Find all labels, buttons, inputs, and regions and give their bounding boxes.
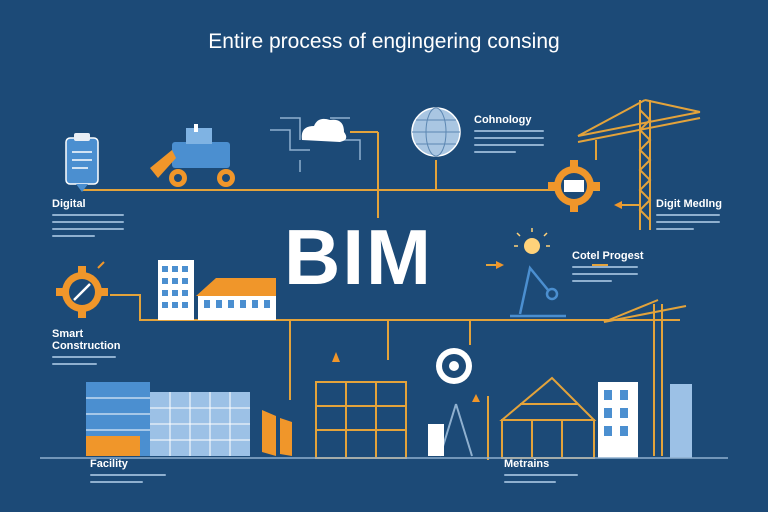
bim-center-label: BIM — [284, 213, 433, 301]
label-construction: Construction — [52, 340, 121, 352]
digital-caption — [52, 214, 124, 242]
facility-caption — [90, 474, 166, 488]
technology-caption — [474, 130, 544, 158]
clipboard-icon — [65, 133, 99, 192]
drill-rig-icon — [428, 403, 473, 457]
label-control-project: Cotel Progest — [572, 250, 644, 262]
target-gear-icon — [436, 348, 472, 384]
smart-construction-caption — [52, 356, 116, 370]
page-title: Entire process of engingering consing — [208, 30, 560, 53]
house-building — [196, 278, 276, 320]
globe-icon — [411, 107, 461, 157]
barn-frame — [499, 376, 597, 459]
gear-icon — [548, 160, 600, 212]
label-digital: Digital — [52, 198, 86, 210]
label-maintenance: Metrains — [504, 458, 550, 470]
tower-crane-icon — [603, 299, 687, 456]
label-digital-modeling: Digit Medlng — [656, 198, 722, 210]
building-frame — [315, 381, 407, 459]
label-facility: Facility — [90, 458, 128, 470]
wrench-gear-icon — [56, 261, 108, 318]
high-rise-building — [598, 382, 692, 458]
arrow-up-icon — [472, 394, 480, 402]
control-project-caption — [572, 266, 638, 287]
bulldozer-icon — [150, 124, 235, 187]
cloud-circuit-icon — [270, 117, 361, 172]
label-technology: Cohnology — [474, 114, 532, 126]
residential-building — [158, 260, 194, 320]
arrow-left-icon — [614, 201, 622, 209]
arrow-up-icon — [332, 352, 340, 362]
robot-arm-icon — [510, 265, 566, 318]
arrow-right-icon — [496, 261, 504, 269]
office-building — [86, 382, 250, 456]
connector-lines — [82, 131, 680, 460]
tower-crane-icon — [577, 99, 701, 230]
maintenance-caption — [504, 474, 578, 488]
label-smart: Smart — [52, 328, 84, 340]
scaffold-panels — [262, 410, 292, 456]
digital-modeling-caption — [656, 214, 720, 235]
lightbulb-icon — [514, 228, 550, 254]
